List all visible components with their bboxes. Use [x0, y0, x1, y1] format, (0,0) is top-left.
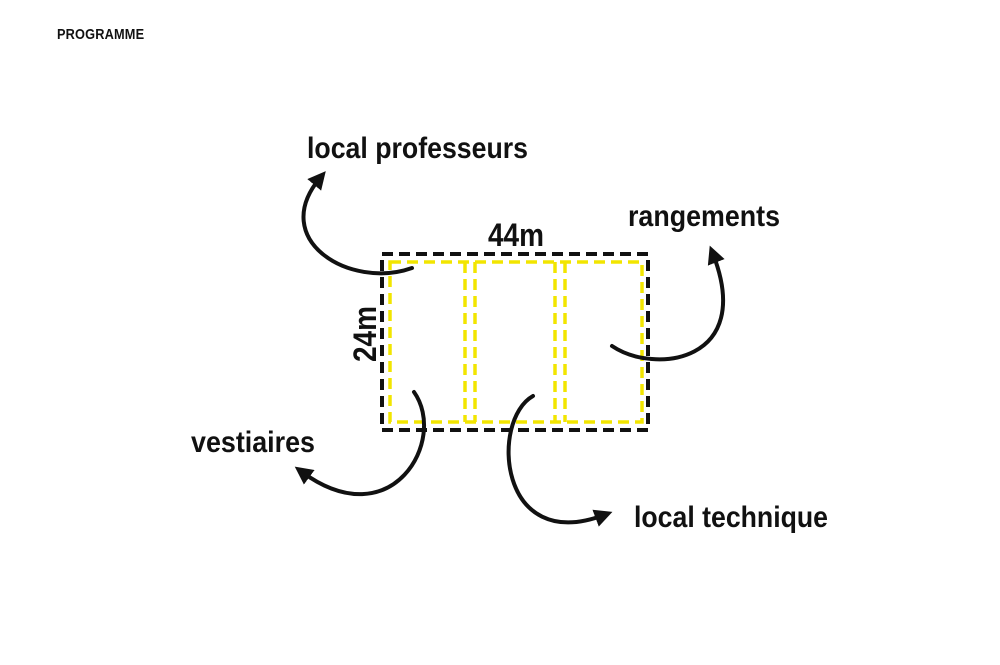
zones-outline: [388, 260, 644, 424]
label-vestiaires: vestiaires: [191, 426, 315, 459]
arrow-local-technique: [506, 394, 613, 527]
label-local-technique: local technique: [634, 501, 828, 534]
dimension-height: 24m: [347, 306, 383, 362]
dimension-width: 44m: [488, 217, 544, 253]
arrow-rangements: [610, 245, 726, 362]
page-title: PROGRAMME: [57, 26, 145, 43]
arrows: [294, 171, 726, 527]
label-local-professeurs: local professeurs: [307, 132, 528, 165]
zone-1: [388, 260, 644, 424]
arrow-vestiaires: [294, 390, 426, 497]
arrow-local-professeurs: [301, 171, 414, 276]
label-rangements: rangements: [628, 200, 780, 233]
